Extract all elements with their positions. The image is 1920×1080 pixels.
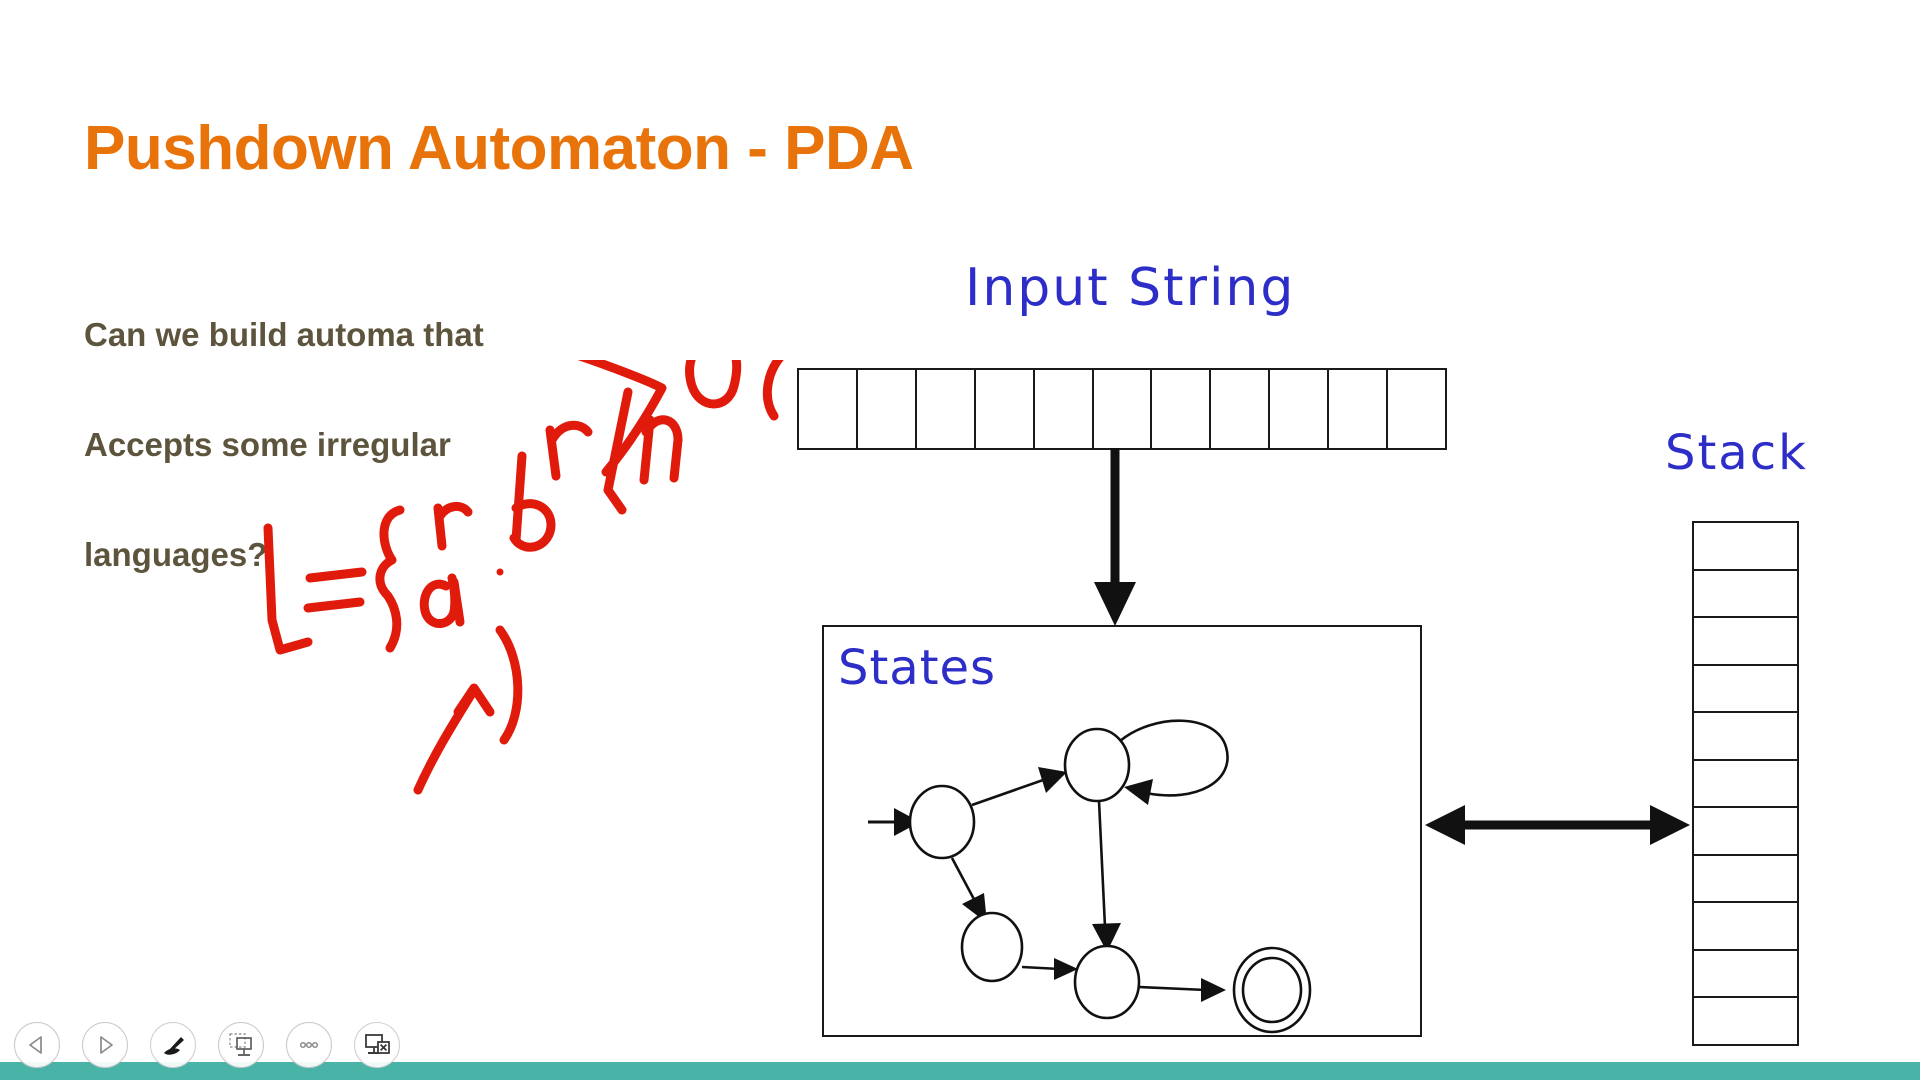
pen-icon — [164, 1037, 184, 1055]
tape-cell — [1152, 370, 1212, 448]
body-line-3: languages? — [84, 536, 268, 573]
presenter-toolbar[interactable] — [14, 1022, 400, 1068]
input-string-label: Input String — [965, 258, 1296, 318]
states-box — [822, 625, 1422, 1037]
stack-cell — [1694, 523, 1797, 571]
tape-cell — [858, 370, 917, 448]
stack-cell — [1694, 713, 1797, 761]
body-line-2: Accepts some irregular — [84, 426, 451, 463]
states-to-stack-arrow-icon — [1425, 805, 1690, 845]
previous-slide-icon — [29, 1036, 42, 1054]
body-line-1: Can we build automa that — [84, 316, 484, 353]
stack-column — [1692, 521, 1799, 1046]
tape-cell — [1388, 370, 1445, 448]
stack-cell — [1694, 951, 1797, 999]
stack-cell — [1694, 571, 1797, 619]
tape-cell — [976, 370, 1035, 448]
pen-tools-button[interactable] — [150, 1022, 196, 1068]
stack-cell — [1694, 903, 1797, 951]
next-slide-icon — [100, 1036, 113, 1054]
accent-bar — [0, 1062, 1920, 1080]
body-text-block: Can we build automa that Accepts some ir… — [84, 280, 784, 610]
more-options-button[interactable] — [286, 1022, 332, 1068]
stack-cell — [1694, 618, 1797, 666]
tape-cell — [1035, 370, 1094, 448]
stack-cell — [1694, 761, 1797, 809]
page-title: Pushdown Automaton - PDA — [84, 114, 914, 183]
stack-cell — [1694, 856, 1797, 904]
stack-label: Stack — [1665, 425, 1808, 481]
tape-cell — [1211, 370, 1271, 448]
stack-cell — [1694, 998, 1797, 1044]
end-show-icon — [365, 1034, 390, 1054]
end-show-button[interactable] — [354, 1022, 400, 1068]
more-options-icon — [299, 1041, 319, 1049]
tape-cell — [1094, 370, 1153, 448]
states-label: States — [838, 640, 997, 696]
stack-cell — [1694, 666, 1797, 714]
zoom-slide-button[interactable] — [218, 1022, 264, 1068]
zoom-slide-icon — [229, 1033, 252, 1056]
stack-cell — [1694, 808, 1797, 856]
tape-cell — [1329, 370, 1389, 448]
state-diagram — [868, 719, 1312, 1034]
previous-slide-button[interactable] — [14, 1022, 60, 1068]
tape-cell — [917, 370, 976, 448]
input-tape — [797, 368, 1447, 450]
input-to-states-arrow-icon — [1094, 448, 1136, 626]
tape-cell — [799, 370, 858, 448]
next-slide-button[interactable] — [82, 1022, 128, 1068]
tape-cell — [1270, 370, 1330, 448]
